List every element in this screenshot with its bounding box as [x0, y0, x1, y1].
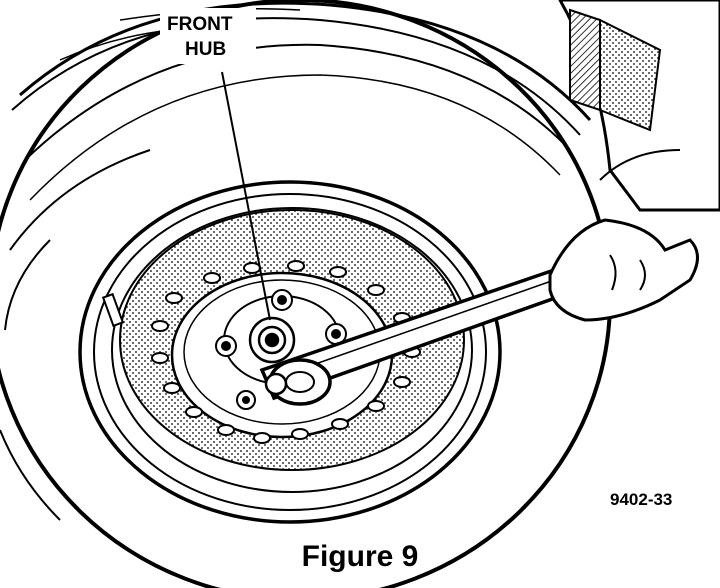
- wheel-rim: [78, 180, 502, 524]
- vent-holes: [151, 260, 421, 444]
- valve-stem: [101, 292, 125, 328]
- lug-nuts: [215, 289, 347, 410]
- front-hub-callout: FRONT HUB: [160, 8, 256, 64]
- lug-wrench: [259, 265, 575, 406]
- figure-caption: Figure 9: [301, 540, 419, 573]
- figure-code-group: 9402-33: [605, 485, 695, 511]
- vehicle-fender: [558, 0, 720, 212]
- figure-code: 9402-33: [610, 490, 672, 509]
- callout-line-2: HUB: [185, 39, 226, 60]
- hand: [548, 218, 699, 322]
- front-hub: [248, 316, 296, 364]
- callout-leader-line: [221, 71, 271, 321]
- callout-line-1: FRONT: [167, 14, 233, 35]
